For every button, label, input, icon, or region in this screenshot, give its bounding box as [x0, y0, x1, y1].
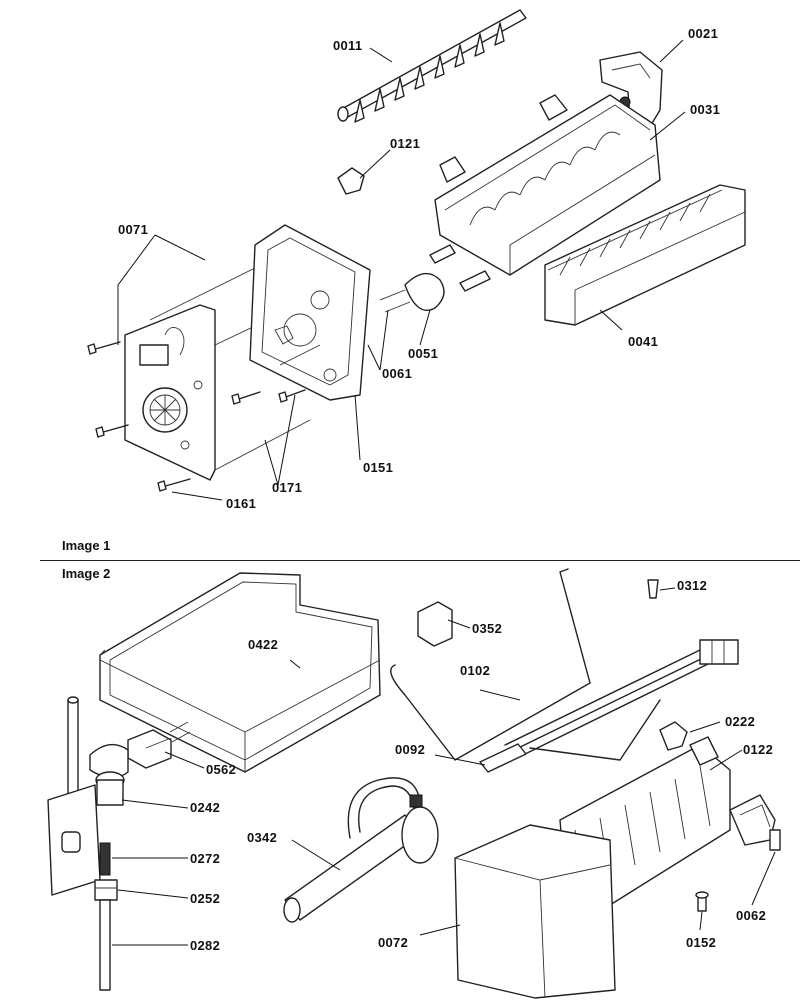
part-label-0272: 0272 — [190, 851, 221, 866]
part-label-0252: 0252 — [190, 891, 221, 906]
part-label-0422: 0422 — [248, 637, 279, 652]
screw-0152 — [695, 891, 709, 912]
part-label-0021: 0021 — [688, 26, 719, 41]
screw-0312 — [647, 579, 659, 599]
section-label-image1: Image 1 — [62, 538, 111, 553]
part-label-0041: 0041 — [628, 334, 659, 349]
part-0062 — [769, 829, 781, 851]
part-label-0102: 0102 — [460, 663, 491, 678]
part-label-0062: 0062 — [736, 908, 767, 923]
cover-0072 — [454, 824, 616, 999]
part-label-0282: 0282 — [190, 938, 221, 953]
part-label-0071: 0071 — [118, 222, 149, 237]
shield-0041 — [544, 184, 746, 326]
wire-harness — [479, 639, 739, 773]
fill-tube-0342 — [283, 777, 439, 923]
part-label-0242: 0242 — [190, 800, 221, 815]
part-label-0222: 0222 — [725, 714, 756, 729]
housing-0151 — [249, 224, 371, 401]
ice-bucket-0422 — [99, 572, 381, 773]
water-valve-assembly — [47, 696, 129, 991]
ejector-shaft-0011 — [337, 9, 527, 123]
part-label-0072: 0072 — [378, 935, 409, 950]
clip-0121 — [337, 167, 365, 195]
part-label-0562: 0562 — [206, 762, 237, 777]
section-divider — [40, 560, 800, 561]
thermostat-0051 — [379, 244, 491, 313]
part-label-0051: 0051 — [408, 346, 439, 361]
part-label-0031: 0031 — [690, 102, 721, 117]
part-label-0352: 0352 — [472, 621, 503, 636]
part-label-0161: 0161 — [226, 496, 257, 511]
part-label-0151: 0151 — [363, 460, 394, 475]
part-label-0011: 0011 — [333, 38, 363, 53]
part-label-0152: 0152 — [686, 935, 717, 950]
heater-0102 — [390, 568, 591, 761]
part-label-0092: 0092 — [395, 742, 426, 757]
part-label-0121: 0121 — [390, 136, 421, 151]
part-label-0171: 0171 — [272, 480, 303, 495]
section-label-image2: Image 2 — [62, 566, 111, 581]
screws-image1 — [87, 341, 306, 492]
leader-lines-image1 — [117, 39, 686, 501]
part-label-0312: 0312 — [677, 578, 708, 593]
clip-0352 — [417, 601, 453, 647]
leader-lines-image2 — [112, 587, 776, 946]
switch-0222 — [659, 721, 688, 751]
control-module-0071 — [124, 267, 311, 481]
part-label-0122: 0122 — [743, 742, 774, 757]
part-label-0061: 0061 — [382, 366, 413, 381]
part-label-0342: 0342 — [247, 830, 278, 845]
mold-0031 — [434, 94, 661, 276]
